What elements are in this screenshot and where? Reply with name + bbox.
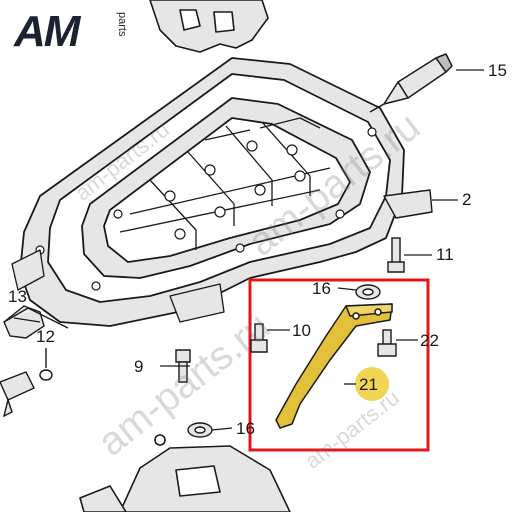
bolt-9 [175, 349, 191, 383]
callout-12: 12 [36, 327, 55, 346]
bolt-10 [250, 323, 268, 353]
callout-16-lower: 16 [236, 419, 255, 438]
washer-16-upper [355, 284, 381, 300]
baffle-21 [275, 303, 393, 429]
brand-logo-sub: parts [116, 12, 128, 37]
callout-10: 10 [292, 321, 311, 340]
engine-block-fragment [149, 0, 269, 53]
bracket-13-leader [3, 307, 69, 368]
brand-logo: AM [14, 7, 80, 56]
lower-block-fragment [79, 434, 291, 512]
callout-21: 21 [359, 375, 378, 394]
bolt-22 [377, 329, 397, 357]
callout-16-upper: 16 [312, 279, 331, 298]
bolt-11 [387, 237, 405, 273]
callout-2: 2 [462, 190, 472, 209]
sensor-assembly [0, 305, 53, 418]
washer-16-lower [187, 422, 213, 438]
callout-9: 9 [134, 357, 144, 376]
highlight-frame [248, 278, 430, 452]
leader-lines [13, 69, 484, 431]
oil-pan [11, 57, 433, 327]
callout-22: 22 [420, 331, 439, 350]
callout-15: 15 [488, 61, 507, 80]
callout-21-badge [355, 367, 389, 401]
callout-11: 11 [436, 245, 454, 264]
callout-13: 13 [8, 287, 27, 306]
sealant-tube [369, 53, 453, 113]
